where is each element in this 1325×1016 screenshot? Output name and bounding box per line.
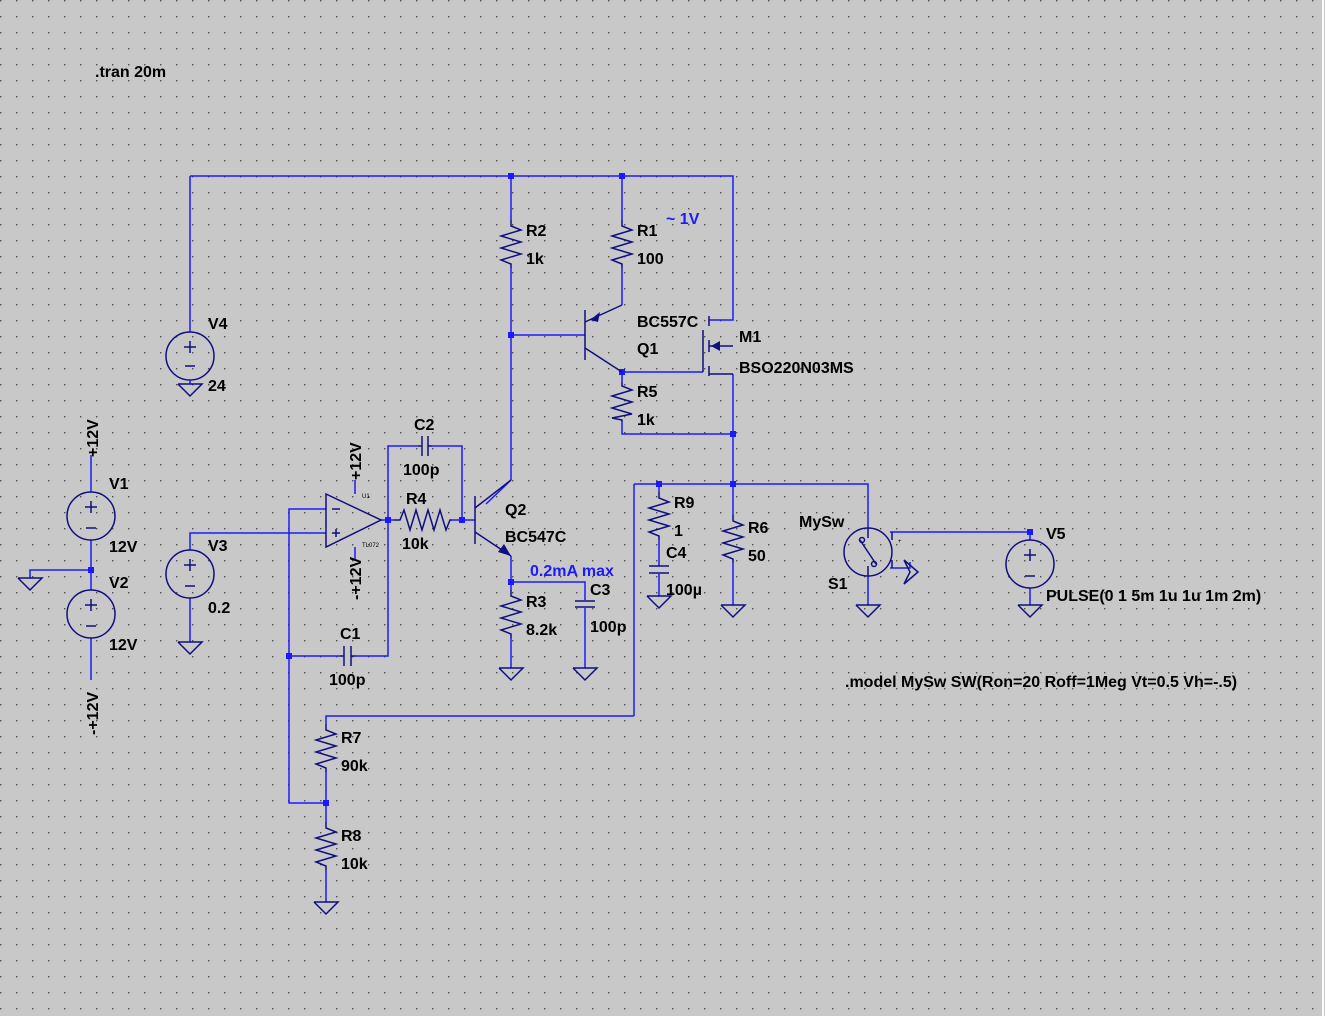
voltage-source-v1[interactable] bbox=[66, 491, 116, 541]
r9-name: R9 bbox=[674, 495, 695, 512]
s1-model: MySw bbox=[799, 514, 845, 531]
r8-name: R8 bbox=[341, 828, 362, 845]
c1-value: 100p bbox=[329, 672, 366, 689]
wires[interactable] bbox=[29, 175, 1031, 902]
voltage-source-v5[interactable] bbox=[1005, 539, 1055, 589]
capacitor-c3[interactable] bbox=[575, 600, 595, 608]
u1-neg-supply-label: -+12V bbox=[348, 557, 365, 600]
capacitor-c4[interactable] bbox=[649, 565, 669, 574]
r6-value: 50 bbox=[748, 548, 766, 565]
resistor-r9[interactable] bbox=[646, 492, 672, 540]
r2-name: R2 bbox=[526, 223, 547, 240]
resistor-r4[interactable] bbox=[394, 507, 452, 533]
annotation-q2-current: 0.2mA max bbox=[530, 563, 614, 580]
r5-value: 1k bbox=[637, 412, 655, 429]
resistor-r8[interactable] bbox=[313, 822, 339, 870]
c3-name: C3 bbox=[590, 582, 611, 599]
r3-name: R3 bbox=[526, 594, 547, 611]
r5-name: R5 bbox=[637, 384, 658, 401]
c2-value: 100p bbox=[403, 462, 440, 479]
capacitor-c1[interactable] bbox=[340, 646, 356, 666]
resistor-r1[interactable] bbox=[609, 220, 635, 268]
q2-value: BC547C bbox=[505, 529, 567, 546]
voltage-source-v3[interactable] bbox=[165, 549, 215, 599]
s1-name: S1 bbox=[828, 576, 848, 593]
opamp-u1[interactable] bbox=[325, 492, 383, 549]
v1-value: 12V bbox=[109, 539, 138, 556]
resistor-r2[interactable] bbox=[498, 220, 524, 268]
resistor-r7[interactable] bbox=[313, 724, 339, 772]
mosfet-m1[interactable] bbox=[702, 316, 733, 376]
transistor-q1[interactable] bbox=[584, 304, 623, 373]
v3-value: 0.2 bbox=[208, 600, 230, 617]
c3-value: 100p bbox=[590, 619, 627, 636]
q1-value: BC557C bbox=[637, 314, 699, 331]
resistor-r3[interactable] bbox=[498, 590, 524, 638]
r7-value: 90k bbox=[341, 758, 368, 775]
switch-s1[interactable]: + bbox=[843, 527, 920, 585]
v3-name: V3 bbox=[208, 538, 228, 555]
r4-value: 10k bbox=[402, 536, 429, 553]
model-directive[interactable]: .model MySw SW(Ron=20 Roff=1Meg Vt=0.5 V… bbox=[845, 674, 1237, 691]
transistor-q2[interactable] bbox=[474, 479, 512, 557]
r1-name: R1 bbox=[637, 223, 658, 240]
ground-symbols bbox=[17, 383, 1044, 916]
c2-name: C2 bbox=[414, 417, 435, 434]
m1-value: BSO220N03MS bbox=[739, 360, 854, 377]
r1-value: 100 bbox=[637, 251, 664, 268]
resistor-r6[interactable] bbox=[720, 515, 746, 563]
junctions bbox=[88, 173, 1033, 806]
r7-name: R7 bbox=[341, 730, 362, 747]
u1-pos-supply-label: +12V bbox=[348, 442, 365, 480]
r6-name: R6 bbox=[748, 520, 769, 537]
v1-net-label: +12V bbox=[85, 419, 102, 457]
r8-value: 10k bbox=[341, 856, 368, 873]
c1-name: C1 bbox=[340, 626, 361, 643]
voltage-source-v4[interactable] bbox=[165, 331, 215, 384]
u1-value: TL072 bbox=[362, 543, 380, 549]
r2-value: 1k bbox=[526, 251, 544, 268]
labels: .tran 20m .model MySw SW(Ron=20 Roff=1Me… bbox=[85, 64, 1261, 873]
v2-net-label: -+12V bbox=[85, 692, 102, 735]
c4-value: 100µ bbox=[666, 582, 702, 599]
v5-value: PULSE(0 1 5m 1u 1u 1m 2m) bbox=[1046, 588, 1261, 605]
resistor-r5[interactable] bbox=[609, 382, 635, 422]
r9-value: 1 bbox=[674, 523, 683, 540]
v4-value: 24 bbox=[208, 378, 226, 395]
v1-name: V1 bbox=[109, 476, 129, 493]
u1-name: U1 bbox=[362, 494, 370, 500]
r3-value: 8.2k bbox=[526, 622, 557, 639]
annotation-r1-drop: ~ 1V bbox=[666, 211, 700, 228]
r4-name: R4 bbox=[406, 491, 427, 508]
svg-text:+: + bbox=[898, 539, 902, 545]
tran-directive[interactable]: .tran 20m bbox=[95, 64, 166, 81]
v5-name: V5 bbox=[1046, 526, 1066, 543]
v4-name: V4 bbox=[208, 316, 228, 333]
q1-name: Q1 bbox=[637, 341, 658, 358]
m1-name: M1 bbox=[739, 329, 761, 346]
c4-name: C4 bbox=[666, 545, 687, 562]
voltage-source-v2[interactable] bbox=[66, 589, 116, 639]
v2-value: 12V bbox=[109, 637, 138, 654]
capacitor-c2[interactable] bbox=[418, 436, 432, 456]
q2-name: Q2 bbox=[505, 502, 526, 519]
v2-name: V2 bbox=[109, 575, 129, 592]
